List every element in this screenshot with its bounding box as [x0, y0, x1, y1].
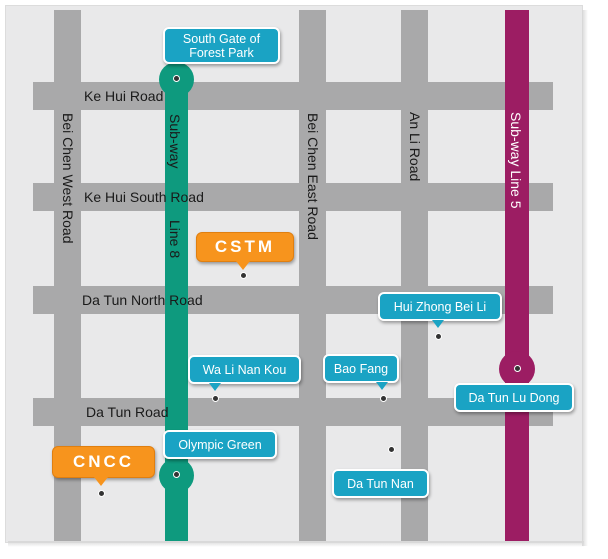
map-shadow	[582, 10, 588, 546]
bei-chen-west-road-label: Bei Chen West Road	[60, 113, 76, 244]
subway-line-5-label: Sub-way Line 5	[508, 112, 524, 209]
south-gate-callout[interactable]: South Gate of Forest Park	[163, 27, 280, 64]
da-tun-lu-dong-label: Da Tun Lu Dong	[468, 390, 560, 405]
da-tun-north-road-label: Da Tun North Road	[82, 292, 203, 308]
hui-zhong-bei-li-pin	[435, 333, 442, 340]
cncc-pin	[98, 490, 105, 497]
da-tun-lu-dong-pin	[514, 365, 521, 372]
wa-li-nan-kou-pin	[212, 395, 219, 402]
bei-chen-east-road-label: Bei Chen East Road	[305, 113, 321, 240]
cncc-label: CNCC	[72, 452, 135, 471]
ke-hui-road-label: Ke Hui Road	[84, 88, 164, 104]
da-tun-nan-callout[interactable]: Da Tun Nan	[332, 469, 429, 498]
an-li-road-label: An Li Road	[407, 112, 423, 182]
da-tun-lu-dong-callout[interactable]: Da Tun Lu Dong	[454, 383, 574, 412]
wa-li-nan-kou-callout[interactable]: Wa Li Nan Kou	[188, 355, 301, 384]
olympic-green-callout[interactable]: Olympic Green	[163, 430, 277, 459]
hui-zhong-bei-li-callout[interactable]: Hui Zhong Bei Li	[378, 292, 502, 321]
subway-line-8	[165, 70, 188, 541]
da-tun-nan-label: Da Tun Nan	[347, 476, 414, 491]
south-gate-pin	[173, 75, 180, 82]
cstm-callout[interactable]: CSTM	[196, 232, 294, 262]
cncc-callout[interactable]: CNCC	[52, 446, 155, 478]
olympic-green-label: Olympic Green	[178, 437, 262, 452]
south-gate-label-line1: South Gate of	[182, 31, 261, 46]
subway-line-8-label-bottom: Line 8	[167, 220, 183, 259]
ke-hui-south-road-label: Ke Hui South Road	[84, 189, 204, 205]
cstm-pin	[240, 272, 247, 279]
ke-hui-road	[33, 82, 553, 110]
hui-zhong-bei-li-label: Hui Zhong Bei Li	[393, 299, 487, 314]
cstm-label: CSTM	[214, 237, 276, 256]
olympic-green-pin	[173, 471, 180, 478]
ke-hui-south-road	[33, 183, 553, 211]
da-tun-nan-pin	[388, 446, 395, 453]
bao-fang-tail	[376, 382, 388, 390]
bao-fang-callout[interactable]: Bao Fang	[323, 354, 399, 383]
subway-line-5	[505, 10, 529, 541]
bao-fang-pin	[380, 395, 387, 402]
cncc-callout-tail	[94, 477, 108, 486]
hui-zhong-bei-li-tail	[432, 320, 444, 328]
south-gate-label-line2: Forest Park	[189, 45, 254, 60]
cstm-callout-tail	[236, 261, 250, 270]
da-tun-road-label: Da Tun Road	[86, 404, 169, 420]
subway-line-8-label-top: Sub-way	[167, 114, 183, 169]
wa-li-nan-kou-label: Wa Li Nan Kou	[202, 362, 287, 377]
wa-li-nan-kou-tail	[209, 383, 221, 391]
bao-fang-label: Bao Fang	[333, 361, 389, 376]
map-shadow	[8, 541, 584, 547]
